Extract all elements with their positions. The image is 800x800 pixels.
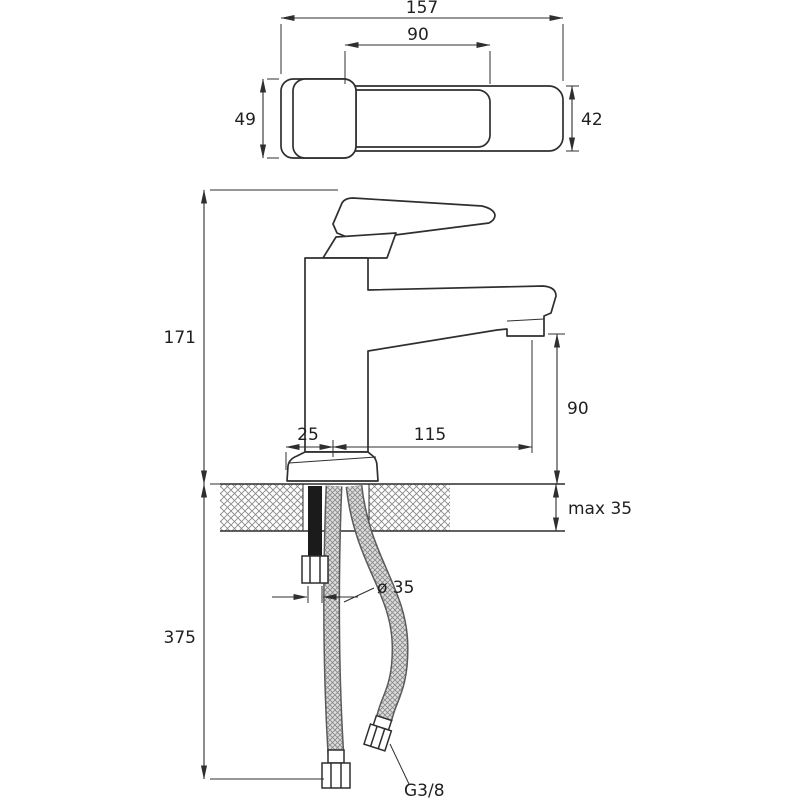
mounting-nut (301, 555, 329, 584)
mounting-hardware (301, 486, 329, 584)
faucet-base-tilt-line (288, 456, 377, 464)
supply-hoses (323, 485, 409, 757)
faucet-top-view (280, 78, 564, 159)
countertop (220, 483, 565, 532)
supply-hose-left (324, 485, 343, 757)
hose-fitting-left (321, 749, 351, 789)
countertop-hatch-right (369, 484, 450, 531)
dim-below-length-label: 375 (164, 628, 196, 648)
dim-hole-diameter-label: ø 35 (377, 578, 414, 598)
dim-left-height-label: 49 (234, 110, 256, 130)
top-view-lever (344, 89, 491, 148)
dim-spout-reach-label: 115 (414, 425, 446, 445)
faucet-base (286, 451, 379, 482)
side-view-dimensions: 171 375 90 25 115 max 35 ø 35 G3/8 (164, 189, 632, 800)
aerator-line (506, 318, 545, 322)
threaded-shank (308, 486, 322, 556)
faucet-lever (332, 197, 496, 240)
countertop-hatch-left (220, 484, 303, 531)
hose-fitting-right (363, 714, 393, 752)
dim-handle-width-label: 90 (407, 25, 429, 45)
faucet-body-and-spout (304, 257, 557, 453)
top-view-handle-base-inner (292, 78, 357, 159)
dim-deck-max-label: max 35 (568, 499, 632, 519)
dim-base-offset-label: 25 (297, 425, 319, 445)
faucet-cartridge (322, 232, 397, 259)
dim-thread-label: G3/8 (404, 781, 445, 800)
dim-total-width-label: 157 (406, 0, 438, 18)
dim-height-to-deck-label: 171 (164, 328, 196, 348)
faucet-side-view (286, 197, 557, 482)
top-view-dimensions: 157 90 49 42 (234, 0, 603, 159)
dim-body-height-label: 42 (581, 110, 603, 130)
supply-hose-right (347, 485, 408, 722)
dim-spout-height-label: 90 (567, 399, 589, 419)
